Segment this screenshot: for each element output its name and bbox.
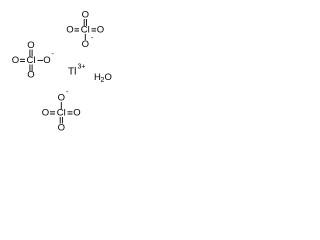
water-subscript: 2 [101,77,105,84]
chlorine: Cl [57,108,66,119]
chlorine: Cl [27,55,36,66]
structure-canvas: O O Cl O O - O O Cl O O - Tl 3+ [0,0,125,147]
oxygen-top: O [58,93,65,104]
oxygen-right: O [43,55,50,66]
water-oxygen: O [105,72,112,83]
perchlorate-anion-top-right: O O Cl O O - [66,10,104,51]
oxygen-bottom: O [82,39,89,50]
thallium-cation: Tl 3+ [68,64,85,78]
negative-charge: - [91,35,94,42]
oxygen-bottom: O [58,123,65,134]
chlorine: Cl [81,25,90,36]
oxygen-left: O [66,25,73,36]
thallium-charge: 3+ [78,64,86,71]
water-molecule: H 2 O [94,72,112,84]
perchlorate-anion-bottom: O - O Cl O O [42,89,81,134]
negative-charge: - [52,51,55,58]
oxygen-right: O [73,108,80,119]
oxygen-left: O [12,55,19,66]
negative-charge: - [66,89,69,96]
oxygen-right: O [97,25,104,36]
oxygen-top: O [82,10,89,21]
perchlorate-anion-left: O O Cl O O - [12,40,55,81]
oxygen-left: O [42,108,49,119]
thallium-symbol: Tl [68,67,76,78]
structure-drawing: O O Cl O O - O O Cl O O - Tl 3+ [12,10,112,134]
oxygen-top: O [27,40,34,51]
oxygen-bottom: O [27,70,34,81]
water-hydrogen: H [94,72,101,83]
